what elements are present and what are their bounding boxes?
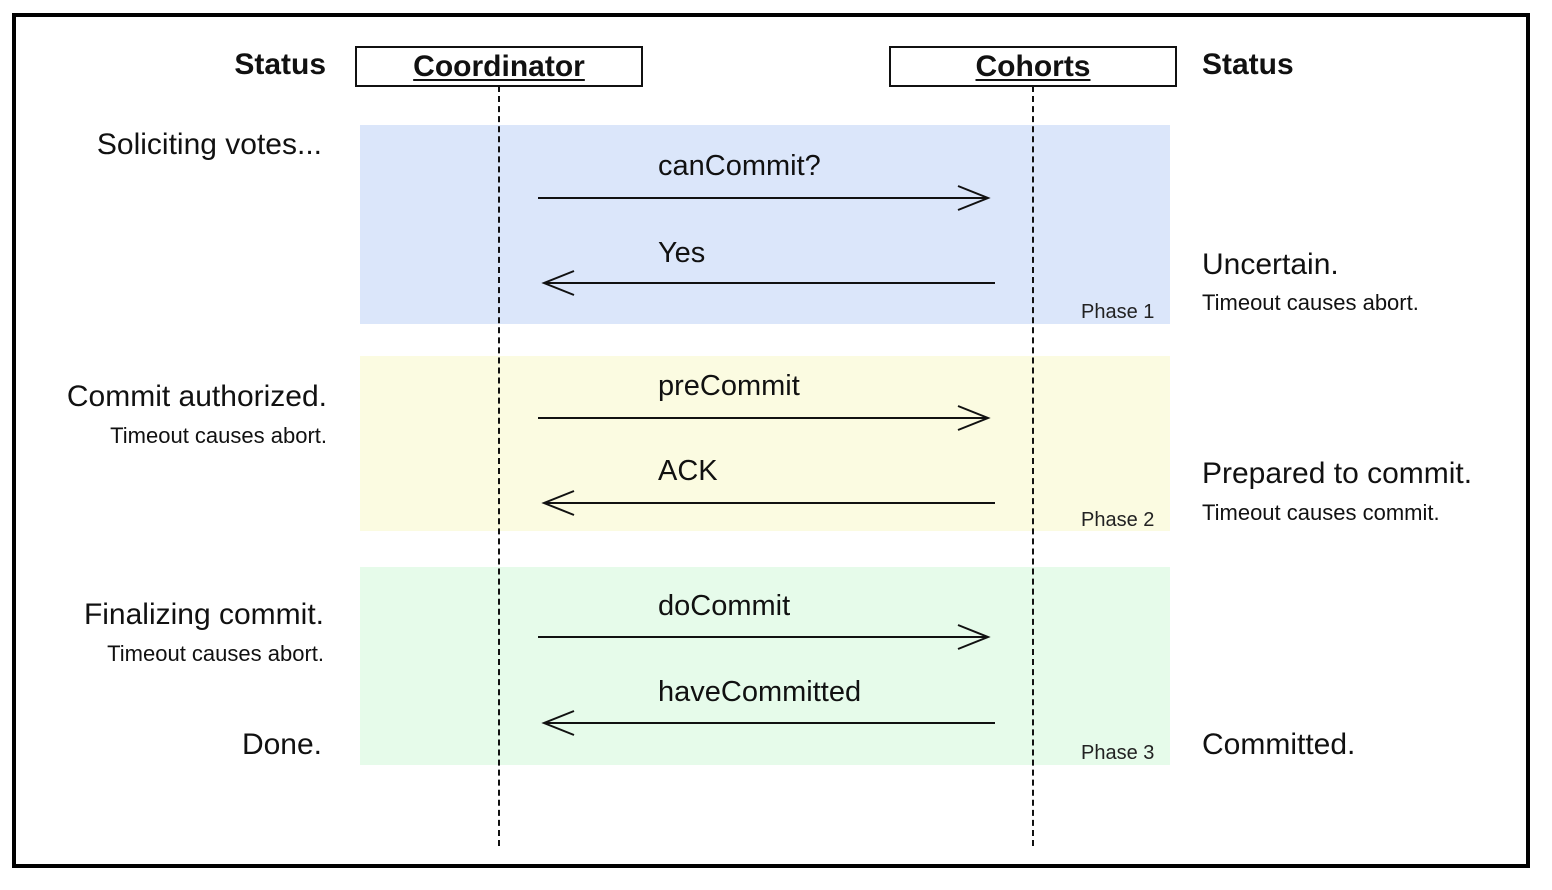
arrow-yes [541, 270, 995, 296]
coordinator-status-authorized-note: Timeout causes abort. [110, 423, 327, 448]
coordinator-status-done: Done. [241, 728, 322, 761]
phase-2-band [360, 356, 1170, 531]
arrow-cancommit [538, 185, 991, 211]
arrow-ack [541, 490, 995, 516]
cohort-status-uncertain: Uncertain. [1202, 248, 1339, 281]
message-label-ack: ACK [658, 455, 718, 487]
left-status-header: Status [234, 48, 326, 81]
coordinator-status-finalizing-note: Timeout causes abort. [107, 641, 324, 666]
arrow-havecommitted [541, 710, 995, 736]
cohort-status-prepared-note: Timeout causes commit. [1202, 500, 1440, 525]
coordinator-label: Coordinator [413, 50, 585, 83]
message-label-precommit: preCommit [658, 370, 800, 402]
phase-3-band [360, 567, 1170, 765]
phase-1-label: Phase 1 [1081, 301, 1155, 323]
cohort-status-prepared: Prepared to commit. [1202, 457, 1473, 490]
coordinator-status-finalizing: Finalizing commit. [83, 598, 324, 631]
coordinator-status-authorized: Commit authorized. [66, 380, 327, 413]
cohort-status-committed: Committed. [1202, 728, 1356, 761]
cohorts-label: Cohorts [975, 50, 1091, 83]
message-label-cancommit: canCommit? [658, 150, 821, 182]
coordinator-lifeline [498, 86, 500, 846]
right-status-header: Status [1202, 48, 1294, 81]
arrow-docommit [538, 624, 991, 650]
message-label-yes: Yes [658, 237, 706, 269]
coordinator-status-soliciting: Soliciting votes... [96, 128, 322, 161]
cohorts-lifeline [1032, 86, 1034, 846]
arrow-precommit [538, 405, 991, 431]
message-label-havecommitted: haveCommitted [658, 676, 862, 708]
phase-3-label: Phase 3 [1081, 742, 1155, 764]
cohort-status-uncertain-note: Timeout causes abort. [1202, 290, 1419, 315]
phase-1-band [360, 125, 1170, 324]
message-label-docommit: doCommit [658, 590, 791, 622]
phase-2-label: Phase 2 [1081, 509, 1155, 531]
